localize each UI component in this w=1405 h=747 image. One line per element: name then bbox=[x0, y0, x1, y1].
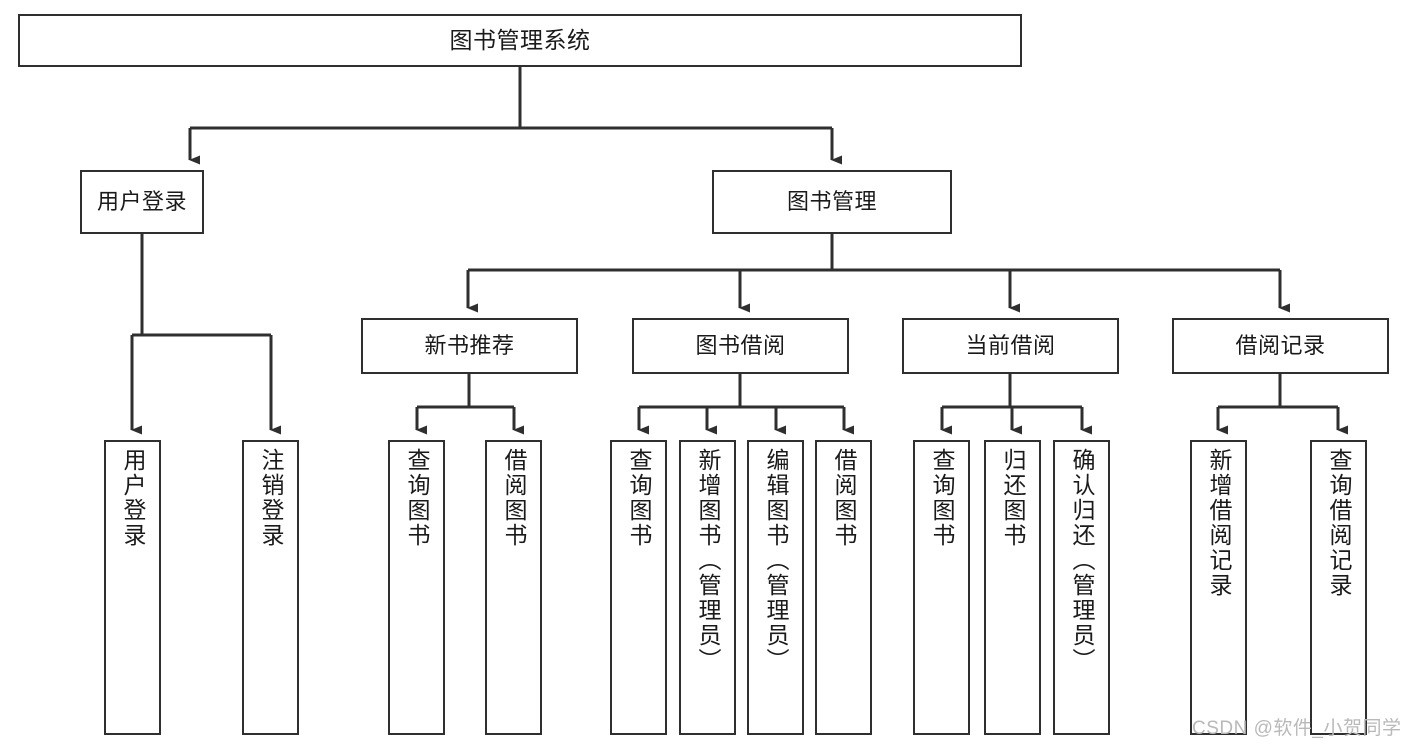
node-label: 借阅图书 bbox=[831, 448, 857, 548]
node-current-borrow[interactable]: 当前借阅 bbox=[902, 318, 1119, 374]
leaf-confirm-return-admin[interactable]: 确认归还（管理员） bbox=[1053, 440, 1110, 735]
node-user-login[interactable]: 用户登录 bbox=[80, 170, 204, 234]
leaf-borrow-book[interactable]: 借阅图书 bbox=[815, 440, 872, 735]
leaf-query-book-borrow[interactable]: 查询图书 bbox=[610, 440, 667, 735]
node-borrow-record[interactable]: 借阅记录 bbox=[1172, 318, 1389, 374]
node-book-manage[interactable]: 图书管理 bbox=[712, 170, 952, 234]
node-label: 新增图书（管理员） bbox=[695, 448, 721, 673]
node-label: 用户登录 bbox=[96, 189, 187, 215]
node-label: 查询图书 bbox=[626, 448, 652, 548]
node-label: 查询图书 bbox=[404, 448, 430, 548]
node-label: 确认归还（管理员） bbox=[1069, 448, 1095, 673]
node-label: 编辑图书（管理员） bbox=[763, 448, 789, 673]
csdn-watermark: CSDN @软件_小贺同学 bbox=[1192, 718, 1402, 739]
leaf-add-borrow-record[interactable]: 新增借阅记录 bbox=[1190, 440, 1247, 735]
node-book-borrow[interactable]: 图书借阅 bbox=[632, 318, 849, 374]
node-label: 注销登录 bbox=[258, 448, 284, 548]
leaf-return-book[interactable]: 归还图书 bbox=[984, 440, 1041, 735]
node-label: 图书管理 bbox=[786, 189, 877, 215]
node-label: 查询借阅记录 bbox=[1326, 448, 1352, 598]
node-label: 归还图书 bbox=[1000, 448, 1026, 548]
node-label: 借阅记录 bbox=[1235, 333, 1326, 359]
node-label: 借阅图书 bbox=[501, 448, 527, 548]
node-label: 当前借阅 bbox=[965, 333, 1056, 359]
node-label: 新书推荐 bbox=[424, 333, 515, 359]
node-label: 图书管理系统 bbox=[449, 27, 591, 54]
leaf-logout-login[interactable]: 注销登录 bbox=[242, 440, 299, 735]
leaf-query-borrow-record[interactable]: 查询借阅记录 bbox=[1310, 440, 1367, 735]
node-root-system[interactable]: 图书管理系统 bbox=[18, 14, 1022, 67]
node-label: 新增借阅记录 bbox=[1206, 448, 1232, 598]
node-label: 查询图书 bbox=[929, 448, 955, 548]
leaf-query-book-recommend[interactable]: 查询图书 bbox=[388, 440, 445, 735]
node-label: 用户登录 bbox=[120, 448, 146, 548]
leaf-query-book-current[interactable]: 查询图书 bbox=[913, 440, 970, 735]
node-new-book-recommend[interactable]: 新书推荐 bbox=[361, 318, 578, 374]
leaf-add-book-admin[interactable]: 新增图书（管理员） bbox=[679, 440, 736, 735]
leaf-edit-book-admin[interactable]: 编辑图书（管理员） bbox=[747, 440, 804, 735]
node-label: 图书借阅 bbox=[695, 333, 786, 359]
leaf-borrow-book-recommend[interactable]: 借阅图书 bbox=[485, 440, 542, 735]
leaf-user-login[interactable]: 用户登录 bbox=[104, 440, 161, 735]
